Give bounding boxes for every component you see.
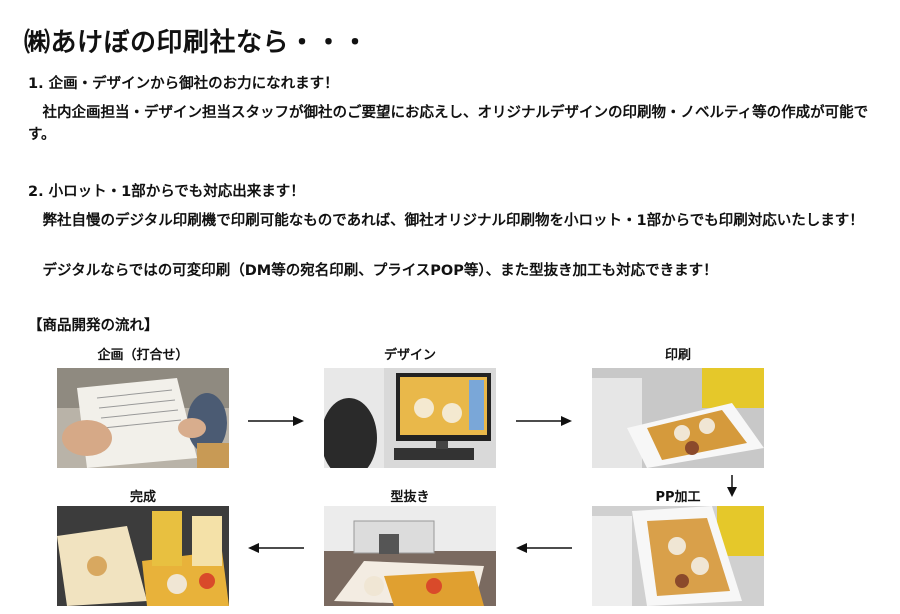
point-1-heading: 1. 企画・デザインから御社のお力になれます！ [28, 76, 339, 92]
page-title: ㈱あけぼの印刷社なら・・・ [24, 28, 369, 58]
point-2-heading: 2. 小ロット・1部からでも対応出来ます！ [28, 184, 305, 200]
step-label-design: デザイン [383, 348, 436, 363]
point-1-body: 社内企画担当・デザイン担当スタッフが御社のご要望にお応えし、オリジナルデザインの… [28, 105, 869, 143]
arrow-left-icon [248, 543, 304, 553]
step-label-planning: 企画（打合せ） [97, 348, 189, 363]
arrow-right-icon [516, 416, 572, 426]
flow-heading: 【商品開発の流れ】 [28, 318, 159, 334]
arrow-down-icon [727, 475, 737, 497]
photo-design-work [324, 368, 496, 468]
arrow-right-icon [248, 416, 304, 426]
point-2-body: 弊社自慢のデジタル印刷機で印刷可能なものであれば、御社オリジナル印刷物を小ロット… [28, 213, 864, 229]
photo-finished-products [57, 506, 229, 606]
step-label-printing: 印刷 [664, 348, 691, 363]
photo-planning-meeting [57, 368, 229, 468]
step-label-die-cutting: 型抜き [390, 490, 430, 505]
step-label-finished: 完成 [129, 490, 156, 505]
arrow-left-icon [516, 543, 572, 553]
photo-printing [592, 368, 764, 468]
photo-die-cutting [324, 506, 496, 606]
step-label-pp-lamination: PP加工 [655, 490, 701, 505]
photo-pp-lamination [592, 506, 764, 606]
point-2-body-2: デジタルならではの可変印刷（DM等の宛名印刷、プライスPOP等）、また型抜き加工… [28, 263, 718, 279]
